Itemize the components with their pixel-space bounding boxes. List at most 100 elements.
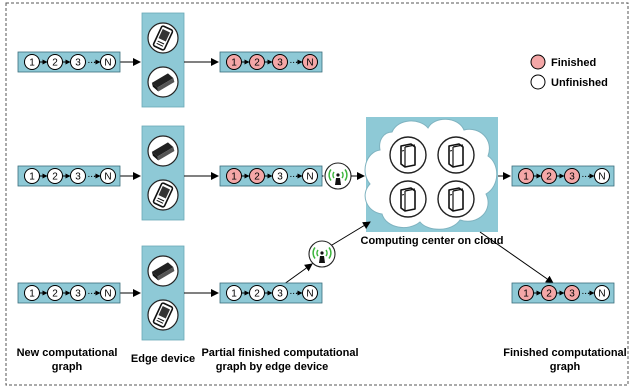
graph-node <box>518 168 534 184</box>
graph-node <box>24 54 40 70</box>
graph-node-label: 3 <box>277 58 283 69</box>
graph-node-label: N <box>306 172 313 183</box>
graph-node-label: 3 <box>569 289 575 300</box>
graph-node-label: 2 <box>52 58 58 69</box>
bottom-labels: New computational graph Edge device Part… <box>17 235 627 373</box>
graph-node-label: 2 <box>546 289 552 300</box>
graph-node <box>70 285 86 301</box>
legend-finished-label: Finished <box>551 57 596 69</box>
graph-node <box>272 168 288 184</box>
new-graph-row2: ... 1 2 3 N <box>17 165 121 187</box>
graph-node <box>249 168 265 184</box>
chain-ellipsis: ... <box>290 55 298 66</box>
chain-ellipsis: ... <box>290 286 298 297</box>
legend-unfinished-swatch <box>530 74 546 90</box>
edge-device-label: Edge device <box>131 353 195 365</box>
graph-node-label: 2 <box>254 172 260 183</box>
chain-ellipsis: ... <box>88 286 96 297</box>
graph-node <box>594 285 610 301</box>
diagram-border <box>5 2 629 386</box>
graph-node-label: N <box>104 289 111 300</box>
graph-node-label: 1 <box>29 172 35 183</box>
graph-node-label: 2 <box>546 172 552 183</box>
graph-node <box>24 168 40 184</box>
graph-node <box>47 285 63 301</box>
graph-node <box>100 285 116 301</box>
graph-node-label: 1 <box>231 172 237 183</box>
graph-node <box>249 54 265 70</box>
graph-node-label: 1 <box>29 58 35 69</box>
graph-node-label: 2 <box>52 289 58 300</box>
chain-ellipsis: ... <box>582 286 590 297</box>
graph-node-label: 1 <box>231 289 237 300</box>
graph-node <box>541 285 557 301</box>
legend: Finished Unfinished <box>530 54 608 90</box>
finished-graph-row1: ... 1 2 3 N <box>511 165 615 187</box>
flow-arrows <box>120 58 554 297</box>
graph-node-label: N <box>306 289 313 300</box>
graph-node <box>70 54 86 70</box>
graph-node <box>564 285 580 301</box>
graph-node <box>24 285 40 301</box>
finished-graph-label-line1: Finished computational <box>503 347 626 359</box>
graph-node-label: 3 <box>277 172 283 183</box>
graph-node <box>100 168 116 184</box>
server-icon <box>389 136 427 174</box>
graph-node <box>226 54 242 70</box>
graph-node-label: N <box>104 58 111 69</box>
graph-node-label: 3 <box>75 58 81 69</box>
scanner-icon <box>147 66 179 98</box>
phone-icon <box>147 179 179 211</box>
partial-graph-label-line1: Partial finished computational <box>201 347 358 359</box>
legend-finished-swatch <box>530 54 546 70</box>
cloud-computing-center <box>364 117 498 232</box>
graph-node <box>272 285 288 301</box>
partial-graph-label-line2: graph by edge device <box>216 361 328 373</box>
graph-node-label: N <box>104 172 111 183</box>
graph-node <box>541 168 557 184</box>
graph-node-label: 1 <box>523 172 529 183</box>
phone-icon <box>147 299 179 331</box>
phone-icon <box>147 22 179 54</box>
server-icon <box>389 180 427 218</box>
graph-node-label: 2 <box>52 172 58 183</box>
finished-graph-label-line2: graph <box>550 361 581 373</box>
new-graph-label-line1: New computational <box>17 347 118 359</box>
arrow-antenna2-to-cloud <box>331 221 371 246</box>
graph-node <box>249 285 265 301</box>
graph-node <box>302 168 318 184</box>
graph-node-label: 1 <box>523 289 529 300</box>
graph-node-label: N <box>598 172 605 183</box>
chain-ellipsis: ... <box>582 169 590 180</box>
graph-node <box>564 168 580 184</box>
graph-node <box>70 168 86 184</box>
graph-node-label: N <box>306 58 313 69</box>
scanner-icon <box>147 255 179 287</box>
graph-node-label: 3 <box>569 172 575 183</box>
graph-node <box>100 54 116 70</box>
scanner-icon <box>147 135 179 167</box>
graph-node-label: 1 <box>231 58 237 69</box>
arrow-cloud-to-finished-2 <box>479 231 554 284</box>
graph-node <box>226 168 242 184</box>
graph-node <box>302 54 318 70</box>
graph-node-label: 2 <box>254 289 260 300</box>
partial-graph-row1: ... 1 2 3 N <box>219 51 323 73</box>
graph-node <box>594 168 610 184</box>
server-icon <box>437 180 475 218</box>
graph-node-label: 3 <box>75 289 81 300</box>
chain-ellipsis: ... <box>88 169 96 180</box>
graph-node <box>302 285 318 301</box>
graph-node <box>47 168 63 184</box>
graph-node-label: 2 <box>254 58 260 69</box>
graph-node-label: 3 <box>75 172 81 183</box>
graph-node-label: 1 <box>29 289 35 300</box>
wireless-antenna-icon <box>308 240 336 268</box>
graph-node <box>272 54 288 70</box>
